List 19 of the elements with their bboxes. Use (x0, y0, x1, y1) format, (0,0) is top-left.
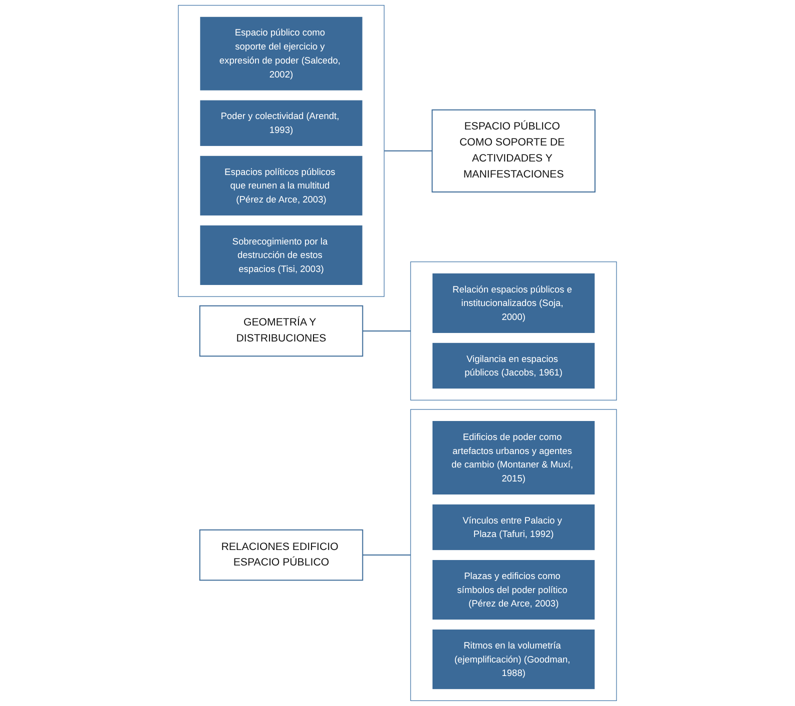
node-box: Relación espacios públicos e institucionalizados (Soja, 2000) (432, 272, 596, 334)
node-box: Espacio público como soporte del ejercicio y expresión de poder (Salcedo, 2002) (200, 16, 364, 92)
node-box: Espacios políticos públicos que reunen a la multitud (Pérez de Arce, 2003) (200, 155, 364, 216)
node-box: Ritmos en la volumetría (ejemplificación) (Goodman, 1988) (432, 628, 596, 690)
connector (362, 330, 412, 332)
node-box: Plazas y edificios como símbolos del poder político (Pérez de Arce, 2003) (432, 559, 596, 620)
node-box: RELACIONES EDIFICIO ESPACIO PÚBLICO (199, 529, 364, 581)
node-box: GEOMETRÍA Y DISTRIBUCIONES (199, 305, 364, 357)
node-box: ESPACIO PÚBLICO COMO SOPORTE DE ACTIVIDADES Y MANIFESTACIONES (432, 109, 596, 192)
node-box: Edificios de poder como artefactos urbanos y agentes de cambio (Montaner & Muxí, 2015) (432, 420, 596, 496)
cluster (410, 409, 617, 702)
connector (384, 150, 433, 152)
cluster (410, 261, 617, 400)
node-box: Sobrecogimiento por la destrucción de estos espacios (Tisi, 2003) (200, 224, 364, 286)
node-box: Vigilancia en espacios públicos (Jacobs, 1961) (432, 342, 596, 390)
cluster (178, 4, 385, 297)
connector (362, 554, 412, 556)
node-box: Poder y colectividad (Arendt, 1993) (200, 100, 364, 147)
node-box: Vínculos entre Palacio y Plaza (Tafuri, 1992) (432, 504, 596, 551)
